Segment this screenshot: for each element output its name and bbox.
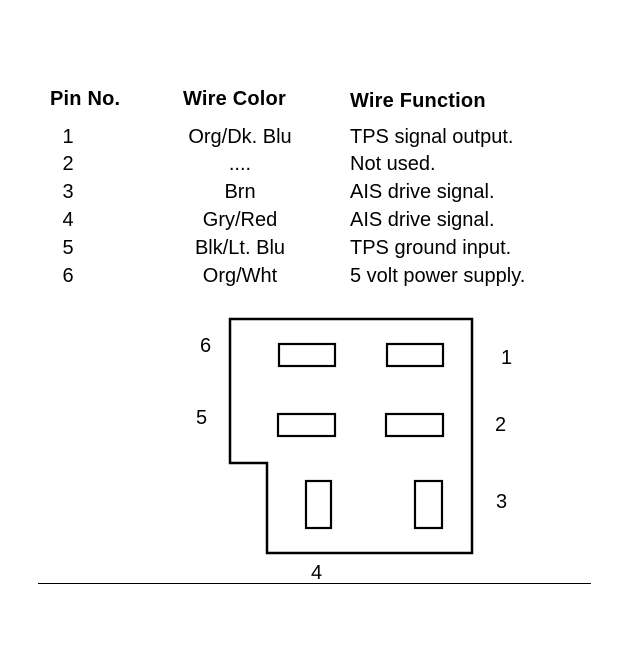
- wire-color-cell: Brn: [224, 181, 256, 203]
- connector-housing: [228, 317, 474, 555]
- wire-function-cell: AIS drive signal.: [350, 181, 495, 203]
- wire-color-cell: Org/Dk. Blu: [188, 126, 292, 148]
- wire-color-cell: ....: [228, 153, 252, 175]
- table-row: 2 .... Not used.: [0, 153, 628, 181]
- pin-number-cell: 4: [62, 209, 74, 231]
- header-wire-function: Wire Function: [350, 90, 486, 112]
- table-row: 6 Org/Wht 5 volt power supply.: [0, 265, 628, 293]
- terminal-6: [277, 342, 337, 368]
- pin-label-1: 1: [501, 347, 513, 369]
- bottom-divider: [38, 583, 591, 584]
- header-wire-color: Wire Color: [183, 88, 286, 110]
- table-row: 4 Gry/Red AIS drive signal.: [0, 209, 628, 237]
- table-row: 1 Org/Dk. Blu TPS signal output.: [0, 126, 628, 154]
- wire-function-cell: 5 volt power supply.: [350, 265, 526, 287]
- terminal-4: [304, 479, 333, 530]
- terminal-1: [385, 342, 445, 368]
- wire-function-cell: TPS signal output.: [350, 126, 514, 148]
- wire-function-cell: TPS ground input.: [350, 237, 512, 259]
- pin-label-3: 3: [496, 491, 508, 513]
- terminal-3: [413, 479, 444, 530]
- pin-number-cell: 3: [62, 181, 74, 203]
- table-row: 3 Brn AIS drive signal.: [0, 181, 628, 209]
- pin-label-4: 4: [311, 562, 323, 584]
- pin-number-cell: 1: [62, 126, 74, 148]
- header-pin-no: Pin No.: [50, 88, 121, 110]
- wire-function-cell: AIS drive signal.: [350, 209, 495, 231]
- wire-color-cell: Gry/Red: [202, 209, 278, 231]
- wire-color-cell: Org/Wht: [202, 265, 278, 287]
- pin-number-cell: 2: [62, 153, 74, 175]
- terminal-2: [384, 412, 445, 438]
- pin-label-6: 6: [200, 335, 212, 357]
- pin-number-cell: 5: [62, 237, 74, 259]
- terminal-5: [276, 412, 337, 438]
- table-row: 5 Blk/Lt. Blu TPS ground input.: [0, 237, 628, 265]
- wire-function-cell: Not used.: [350, 153, 436, 175]
- wire-color-cell: Blk/Lt. Blu: [194, 237, 286, 259]
- pin-label-2: 2: [495, 414, 507, 436]
- pin-number-cell: 6: [62, 265, 74, 287]
- pin-label-5: 5: [196, 407, 208, 429]
